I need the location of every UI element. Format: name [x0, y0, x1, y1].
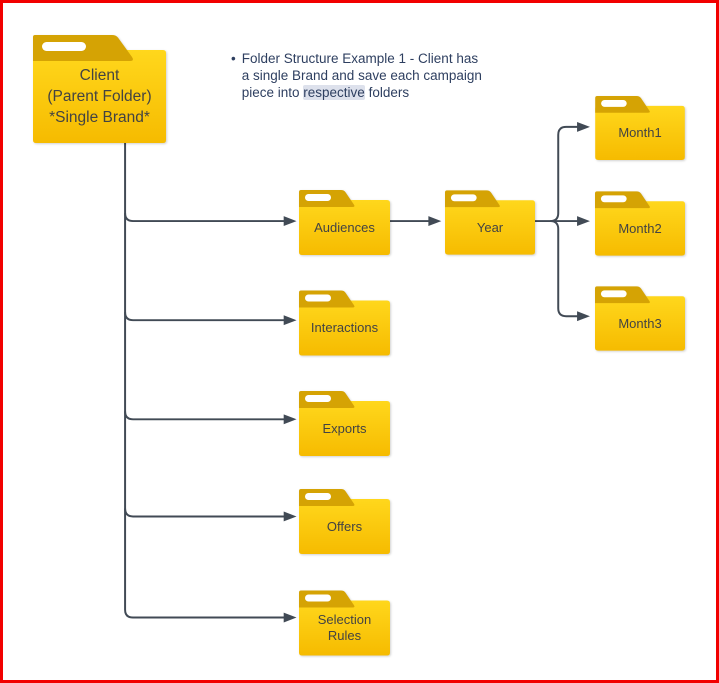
connector-year-month3 — [550, 220, 579, 318]
folder-label: Exports — [322, 420, 367, 436]
folder-icon — [33, 35, 166, 143]
note-bullet: • — [231, 51, 236, 66]
folder-label: Year — [476, 219, 504, 235]
connector-branch-offers — [124, 508, 285, 518]
arrowhead-exports — [283, 414, 297, 425]
folder-month3[interactable]: Month3 — [595, 286, 685, 351]
folder-audiences[interactable]: Audiences — [299, 190, 390, 255]
note-text-after: folders — [364, 85, 410, 100]
folder-icon — [299, 590, 390, 656]
folder-icon — [445, 190, 535, 255]
arrowhead-month1 — [577, 121, 590, 132]
folder-label: Month3 — [618, 315, 662, 331]
folder-label: Month2 — [618, 220, 662, 236]
arrowhead-month2 — [577, 216, 590, 227]
folder-exports[interactable]: Exports — [299, 391, 390, 456]
folder-month2[interactable]: Month2 — [595, 191, 685, 256]
folder-icon — [595, 191, 685, 256]
arrowhead-selection-rules — [283, 612, 297, 623]
arrowhead-audiences — [283, 216, 297, 227]
folder-offers[interactable]: Offers — [299, 489, 390, 554]
folder-label: Client (Parent Folder) *Single Brand* — [47, 67, 152, 126]
connector-client-trunk — [124, 141, 285, 619]
folder-icon — [595, 286, 685, 351]
folder-month1[interactable]: Month1 — [595, 96, 685, 160]
connector-branch-exports — [124, 411, 285, 421]
connector-branch-audiences — [124, 213, 285, 223]
note-text: Folder Structure Example 1 - Client has … — [242, 50, 489, 101]
folder-icon — [299, 391, 390, 456]
folder-icon — [595, 96, 685, 160]
folder-icon — [299, 190, 390, 255]
folder-label: Offers — [326, 518, 363, 534]
folder-icon — [299, 290, 390, 356]
connector-lines — [124, 121, 590, 623]
note-text-before: Folder Structure Example 1 - Client has … — [241, 51, 482, 100]
note-highlight-word: respective — [303, 85, 365, 100]
folder-year[interactable]: Year — [445, 190, 535, 255]
connector-branch-interactions — [124, 312, 285, 322]
folder-label: Month1 — [618, 125, 662, 140]
folder-label: Interactions — [310, 320, 379, 335]
arrowhead-year — [428, 216, 442, 227]
folder-label: Selection Rules — [317, 612, 372, 643]
folder-icon — [299, 489, 390, 554]
folder-label: Audiences — [314, 219, 375, 235]
connector-year-month1 — [550, 125, 579, 223]
arrowhead-month3 — [577, 311, 590, 322]
diagram-note: • Folder Structure Example 1 - Client ha… — [231, 50, 489, 101]
folder-interactions[interactable]: Interactions — [299, 290, 390, 356]
folder-client[interactable]: Client (Parent Folder) *Single Brand* — [33, 35, 166, 143]
arrowhead-interactions — [283, 315, 297, 326]
arrowhead-offers — [283, 511, 297, 522]
folder-selection-rules[interactable]: Selection Rules — [299, 590, 390, 656]
